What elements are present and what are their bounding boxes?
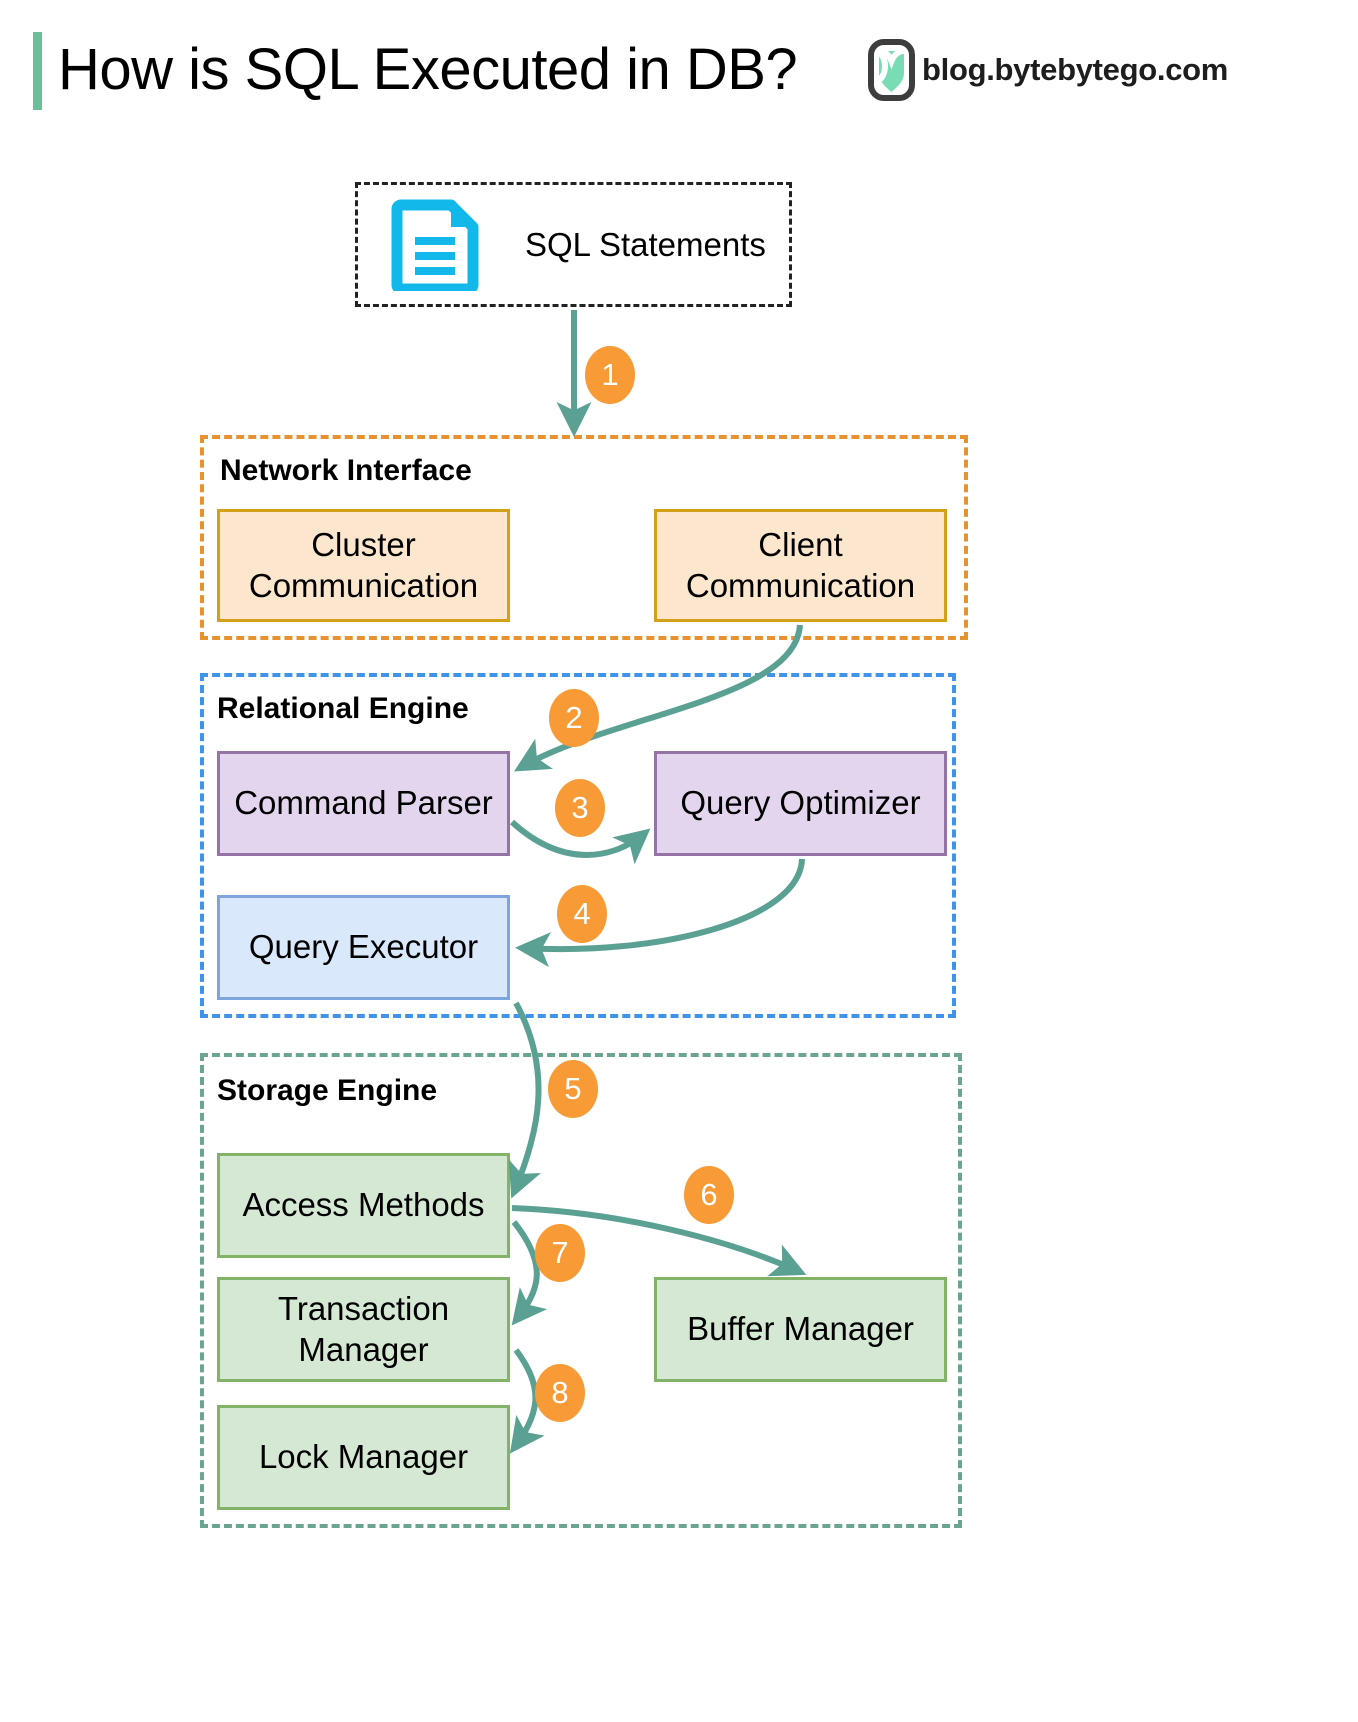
- sql-statements-box: SQL Statements: [355, 182, 792, 307]
- page-title: How is SQL Executed in DB?: [58, 37, 798, 102]
- node-buffer-manager-label: Buffer Manager: [687, 1310, 914, 1348]
- step-badge-3: 3: [555, 779, 605, 837]
- step-badge-7: 7: [535, 1224, 585, 1282]
- step-badge-1: 1: [585, 346, 635, 404]
- header: How is SQL Executed in DB? blog.bytebyte…: [0, 0, 1358, 130]
- step-badge-2-label: 2: [565, 700, 583, 735]
- node-command-parser-label: Command Parser: [234, 784, 493, 822]
- brand-text: blog.bytebytego.com: [922, 52, 1229, 87]
- group-relational-engine-label: Relational Engine: [217, 692, 469, 725]
- step-badge-4-label: 4: [573, 896, 591, 931]
- step-badge-6: 6: [684, 1166, 734, 1224]
- step-badge-7-label: 7: [551, 1235, 569, 1270]
- step-badge-2: 2: [549, 689, 599, 747]
- group-storage-engine: [200, 1053, 962, 1528]
- title-accent-bar: [33, 32, 42, 110]
- node-cluster-communication-line2: Communication: [248, 566, 479, 604]
- step-badge-5-label: 5: [564, 1071, 582, 1106]
- node-access-methods[interactable]: Access Methods: [217, 1153, 510, 1258]
- node-client-communication-line1: Client: [758, 526, 843, 564]
- node-client-communication-label: Client Communication: [670, 525, 931, 606]
- step-badge-3-label: 3: [571, 790, 589, 825]
- step-badge-6-label: 6: [700, 1177, 718, 1212]
- node-cluster-communication[interactable]: Cluster Communication: [217, 509, 510, 622]
- node-cluster-communication-line1: Cluster: [311, 526, 416, 564]
- step-badge-8-label: 8: [551, 1375, 569, 1410]
- step-badge-5: 5: [548, 1060, 598, 1118]
- step-badge-1-label: 1: [601, 357, 619, 392]
- node-lock-manager[interactable]: Lock Manager: [217, 1405, 510, 1510]
- step-badge-4: 4: [557, 885, 607, 943]
- document-icon: [391, 199, 479, 291]
- node-query-executor-label: Query Executor: [248, 928, 479, 966]
- node-client-communication-line2: Communication: [685, 566, 916, 604]
- node-transaction-manager-label: Transaction Manager: [262, 1289, 465, 1370]
- node-lock-manager-label: Lock Manager: [258, 1438, 469, 1476]
- node-cluster-communication-label: Cluster Communication: [233, 525, 494, 606]
- group-network-interface-label: Network Interface: [220, 454, 472, 487]
- node-client-communication[interactable]: Client Communication: [654, 509, 947, 622]
- node-transaction-manager[interactable]: Transaction Manager: [217, 1277, 510, 1382]
- sql-statements-label: SQL Statements: [525, 225, 766, 263]
- group-storage-engine-label: Storage Engine: [217, 1074, 438, 1107]
- bytebytego-logo-icon: [868, 39, 915, 101]
- node-query-optimizer-label: Query Optimizer: [680, 784, 921, 822]
- node-query-optimizer[interactable]: Query Optimizer: [654, 751, 947, 856]
- node-buffer-manager[interactable]: Buffer Manager: [654, 1277, 947, 1382]
- brand: blog.bytebytego.com: [868, 38, 1228, 102]
- node-transaction-manager-line1: Transaction: [277, 1290, 450, 1328]
- step-badge-8: 8: [535, 1364, 585, 1422]
- node-command-parser[interactable]: Command Parser: [217, 751, 510, 856]
- node-transaction-manager-line2: Manager: [298, 1330, 429, 1368]
- node-access-methods-label: Access Methods: [242, 1186, 485, 1224]
- node-query-executor[interactable]: Query Executor: [217, 895, 510, 1000]
